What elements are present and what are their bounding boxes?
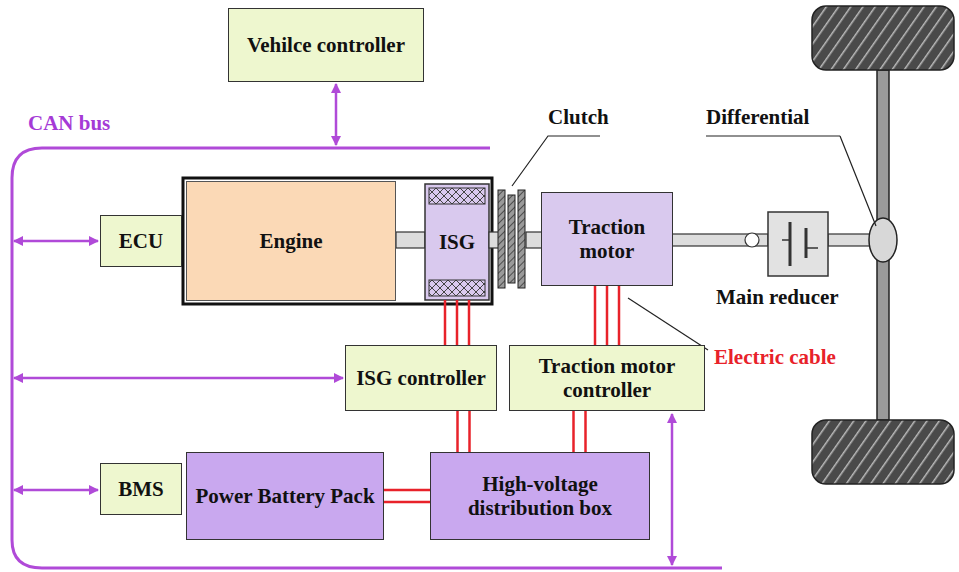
electric-cable [574,411,586,452]
node-text: Traction motor [546,215,668,263]
node-text: ECU [119,229,163,253]
electric-cable [595,286,619,345]
cable-label: Electric cable [712,346,838,369]
part-label: Clutch [546,106,611,129]
main-reducer [768,212,828,276]
cable-wire [594,286,597,345]
isg-stator [425,184,489,300]
cable-wire [584,411,587,452]
node-text: BMS [118,477,164,501]
electric-cable [445,300,469,345]
electric-cable [384,490,430,502]
node-text: Traction motor controller [514,354,700,402]
part-label: Main reducer [714,286,841,309]
node-text: ISG controller [356,366,486,390]
engine-box: Engine [186,181,396,301]
electric-cable [458,411,470,452]
can-bus-line [12,148,722,568]
engine-housing [183,178,492,304]
node-text: Vehilce controller [247,33,405,57]
can-bus-arrows [14,84,672,565]
cable-wire [468,411,471,452]
cable-wire [456,411,459,452]
cable-wire [606,286,609,345]
ecu-box: ECU [100,215,182,267]
cable-wire [572,411,575,452]
distribution-box: High-voltage distribution box [430,452,650,540]
wheels-axle [812,6,954,484]
cable-wire [618,286,621,345]
cable-wire [384,489,430,492]
cable-wire [384,501,430,504]
cable-wire [444,300,447,345]
node-text: ISG [439,230,475,254]
controller-box: Traction motor controller [509,345,705,411]
isg-box: ISG [425,184,489,300]
controller-box: Vehilce controller [228,8,424,82]
node-text: High-voltage distribution box [435,472,645,520]
cable-wire [456,300,459,345]
bms-box: BMS [100,463,182,515]
part-label: Differential [704,106,811,129]
bus-label: CAN bus [26,112,112,135]
leader-lines [512,136,876,350]
battery-box: Power Battery Pack [186,452,384,540]
node-text: Power Battery Pack [195,484,374,508]
controller-box: ISG controller [345,345,497,411]
node-text: Engine [259,229,322,253]
clutch-plates [498,190,525,288]
motor-box: Traction motor [541,192,673,286]
cable-wire [468,300,471,345]
